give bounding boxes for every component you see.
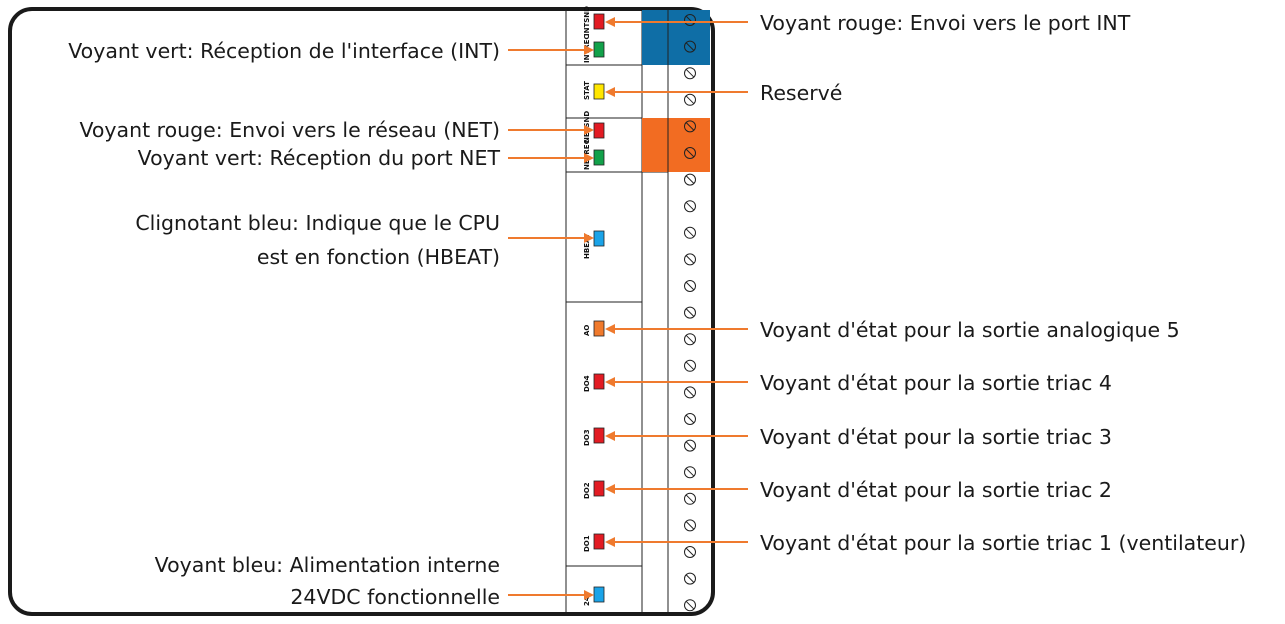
terminal-screw [684,466,696,479]
led-label-stat: STAT [583,81,591,100]
terminal-screw-slot [685,95,695,105]
terminal-screw [684,226,696,239]
terminal-screw [684,280,696,292]
terminal-screw [684,492,696,505]
terminal-screw [684,572,696,585]
terminal-screw-slot [685,148,695,158]
led-panel [565,10,643,612]
callout-net-snd: Voyant rouge: Envoi vers le réseau (NET) [79,118,500,142]
terminal-screw-slot [685,600,695,610]
terminal-screw-slot [685,281,695,291]
callout-pwr-line2: 24VDC fonctionnelle [290,585,500,609]
led-netsnd [593,122,605,139]
terminal-screw [684,120,696,133]
led-label-ao: AO [583,325,591,336]
led-stat [593,83,605,100]
terminal-screw [684,93,696,106]
led-label-intrec: INTREC [583,34,591,63]
terminal-screw [684,413,696,425]
terminal-screw [684,147,696,159]
terminal-screw-slot [685,414,695,424]
callout-hbeat-line1: Clignotant bleu: Indique que le CPU [135,211,500,235]
led-label-do1: DO1 [583,535,591,552]
terminal-screw [684,67,696,80]
callout-do4: Voyant d'état pour la sortie triac 4 [760,371,1112,395]
terminal-screw [684,40,696,53]
terminal-screw-slot [685,441,695,450]
terminal-screw-slot [685,42,695,51]
terminal-screw-slot [685,334,695,344]
terminal-screw-slot [685,467,695,477]
callout-hbeat-line2: est en fonction (HBEAT) [257,245,500,269]
led-do2 [593,480,605,497]
callout-do3: Voyant d'état pour la sortie triac 3 [760,425,1112,449]
terminal-screw [684,306,696,319]
terminal-screw-slot [685,574,695,583]
net-terminal-block [642,118,710,172]
led-label-do3: DO3 [583,429,591,446]
callout-stat: Reservé [760,81,842,105]
terminal-screw-slot [685,308,695,317]
led-netrec [593,149,605,166]
terminal-screw [684,546,696,558]
led-label-24v: 24V [583,590,591,606]
terminal-screw-slot [685,201,695,211]
callout-pwr-line1: Voyant bleu: Alimentation interne [155,553,500,577]
terminal-screw-slot [685,388,695,397]
led-do1 [593,533,605,550]
terminal-screw [684,333,696,346]
led-label-hbeat: HBEAT [583,233,591,259]
int-terminal-block [642,10,710,65]
callout-do1: Voyant d'état pour la sortie triac 1 (ve… [760,531,1246,555]
led-label-netsnd: NETSND [583,111,591,143]
terminal-screw [684,253,696,266]
terminal-screw [684,599,696,612]
terminal-screw-slot [685,521,695,530]
terminal-screw-slot [685,175,695,184]
led-intsnd [593,13,605,30]
terminal-screw [684,200,696,213]
led-label-netrec: NETREC [583,139,591,170]
led-intrec [593,41,605,58]
terminal-screw-slot [685,68,695,78]
led-do3 [593,427,605,444]
callout-int-rec: Voyant vert: Réception de l'interface (I… [68,39,500,63]
terminal-screw [684,14,696,26]
terminal-screw [684,439,696,452]
led-ao [593,320,605,337]
terminal-screw-slot [685,122,695,131]
callout-int-snd: Voyant rouge: Envoi vers le port INT [760,11,1131,35]
terminal-screw-slot [685,361,695,371]
device-outline [8,7,715,616]
terminal-screws [684,14,696,612]
terminal-screw [684,359,696,372]
terminal-screw-slot [685,255,695,264]
terminal-screw-slot [685,228,695,238]
led-24v [593,586,605,603]
terminal-screw-slot [685,547,695,557]
led-hbeat [593,230,605,247]
callout-do2: Voyant d'état pour la sortie triac 2 [760,478,1112,502]
led-label-do2: DO2 [583,482,591,499]
terminal-screw-slot [685,494,695,504]
terminal-screw [684,386,696,399]
led-label-intsnd: INTSND [583,6,591,36]
callout-ao: Voyant d'état pour la sortie analogique … [760,318,1180,342]
led-label-do4: DO4 [583,375,591,392]
terminal-screw [684,519,696,532]
callout-net-rec: Voyant vert: Réception du port NET [138,146,501,170]
terminal-screw [684,173,696,186]
led-do4 [593,373,605,390]
